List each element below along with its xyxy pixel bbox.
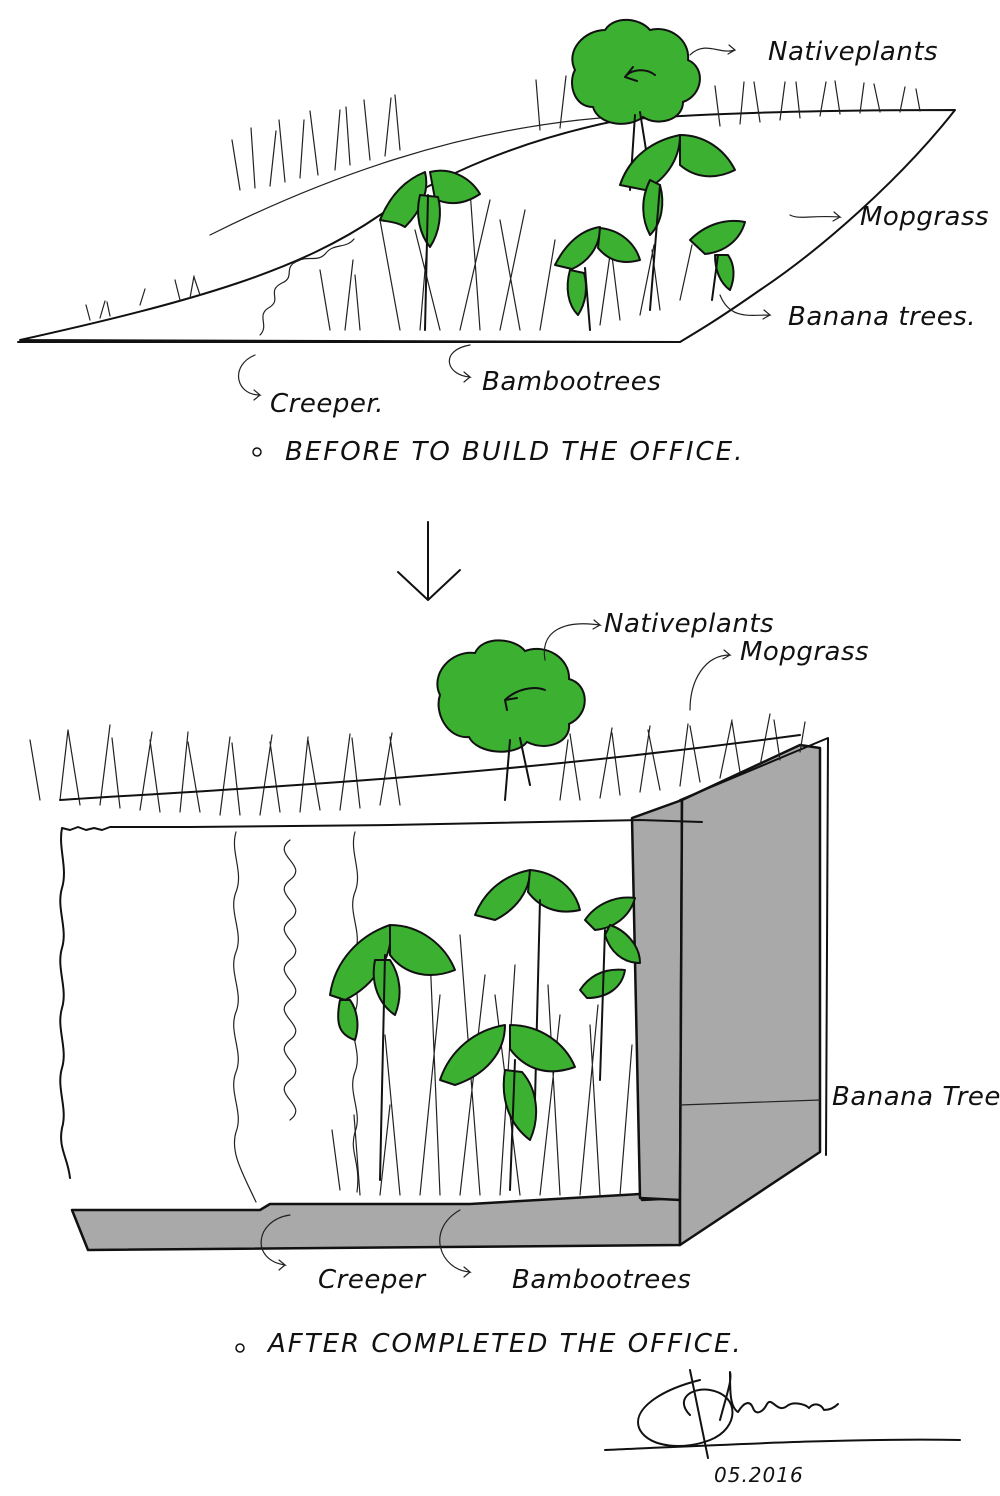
before-native-plant-arrow xyxy=(624,66,656,82)
after-native-plant-trunk xyxy=(504,737,531,801)
after-room-outline xyxy=(59,819,703,1179)
before-label-native-plants: Nativeplants xyxy=(768,37,938,67)
before-leader-lines xyxy=(238,44,842,401)
after-slab-edge xyxy=(71,1209,89,1251)
after-concrete-floor xyxy=(70,1192,682,1252)
signature-underline xyxy=(604,1438,961,1451)
after-scene: Nativeplants Mopgrass Banana Trees Creep… xyxy=(29,609,1000,1359)
before-caption-bullet xyxy=(252,447,262,457)
before-caption: BEFORE TO BUILD THE OFFICE. xyxy=(285,437,744,467)
after-wall-top-line xyxy=(679,737,829,1156)
before-label-banana-trees: Banana trees. xyxy=(788,302,976,332)
after-native-plant-arrow xyxy=(504,687,546,711)
after-caption: AFTER COMPLETED THE OFFICE. xyxy=(266,1329,743,1359)
after-label-native-plants: Nativeplants xyxy=(604,609,774,639)
signature: 05.2016 xyxy=(604,1369,961,1487)
after-banana-trees xyxy=(329,869,641,1191)
after-label-mop-grass: Mopgrass xyxy=(740,637,869,667)
before-banana-trees xyxy=(379,134,746,331)
after-concrete-wall-side xyxy=(678,743,822,1247)
before-native-plant-canopy xyxy=(571,18,701,125)
before-label-creeper: Creeper. xyxy=(270,389,384,419)
before-label-bamboo-trees: Bambootrees xyxy=(482,367,661,397)
after-caption-bullet xyxy=(235,1343,245,1353)
after-concrete-wall-face xyxy=(630,798,684,1202)
after-roof-line xyxy=(59,734,801,801)
after-label-creeper: Creeper xyxy=(318,1265,427,1295)
before-creeper xyxy=(259,238,355,336)
signature-mark xyxy=(637,1369,839,1459)
after-label-bamboo-trees: Bambootrees xyxy=(512,1265,691,1295)
before-terrain-contour xyxy=(209,117,601,236)
after-label-banana-trees: Banana Trees xyxy=(832,1082,1000,1112)
before-terrain-outline xyxy=(19,109,956,343)
before-grass xyxy=(85,75,921,331)
before-scene: Nativeplants Mopgrass Banana trees. Cree… xyxy=(17,18,989,467)
signature-date: 05.2016 xyxy=(714,1463,804,1487)
after-leader-lines xyxy=(260,619,821,1278)
after-creeper-vine xyxy=(283,839,297,1121)
after-creeper-strip-left xyxy=(233,831,257,1203)
before-label-mop-grass: Mopgrass xyxy=(860,202,989,232)
down-arrow xyxy=(397,521,461,601)
